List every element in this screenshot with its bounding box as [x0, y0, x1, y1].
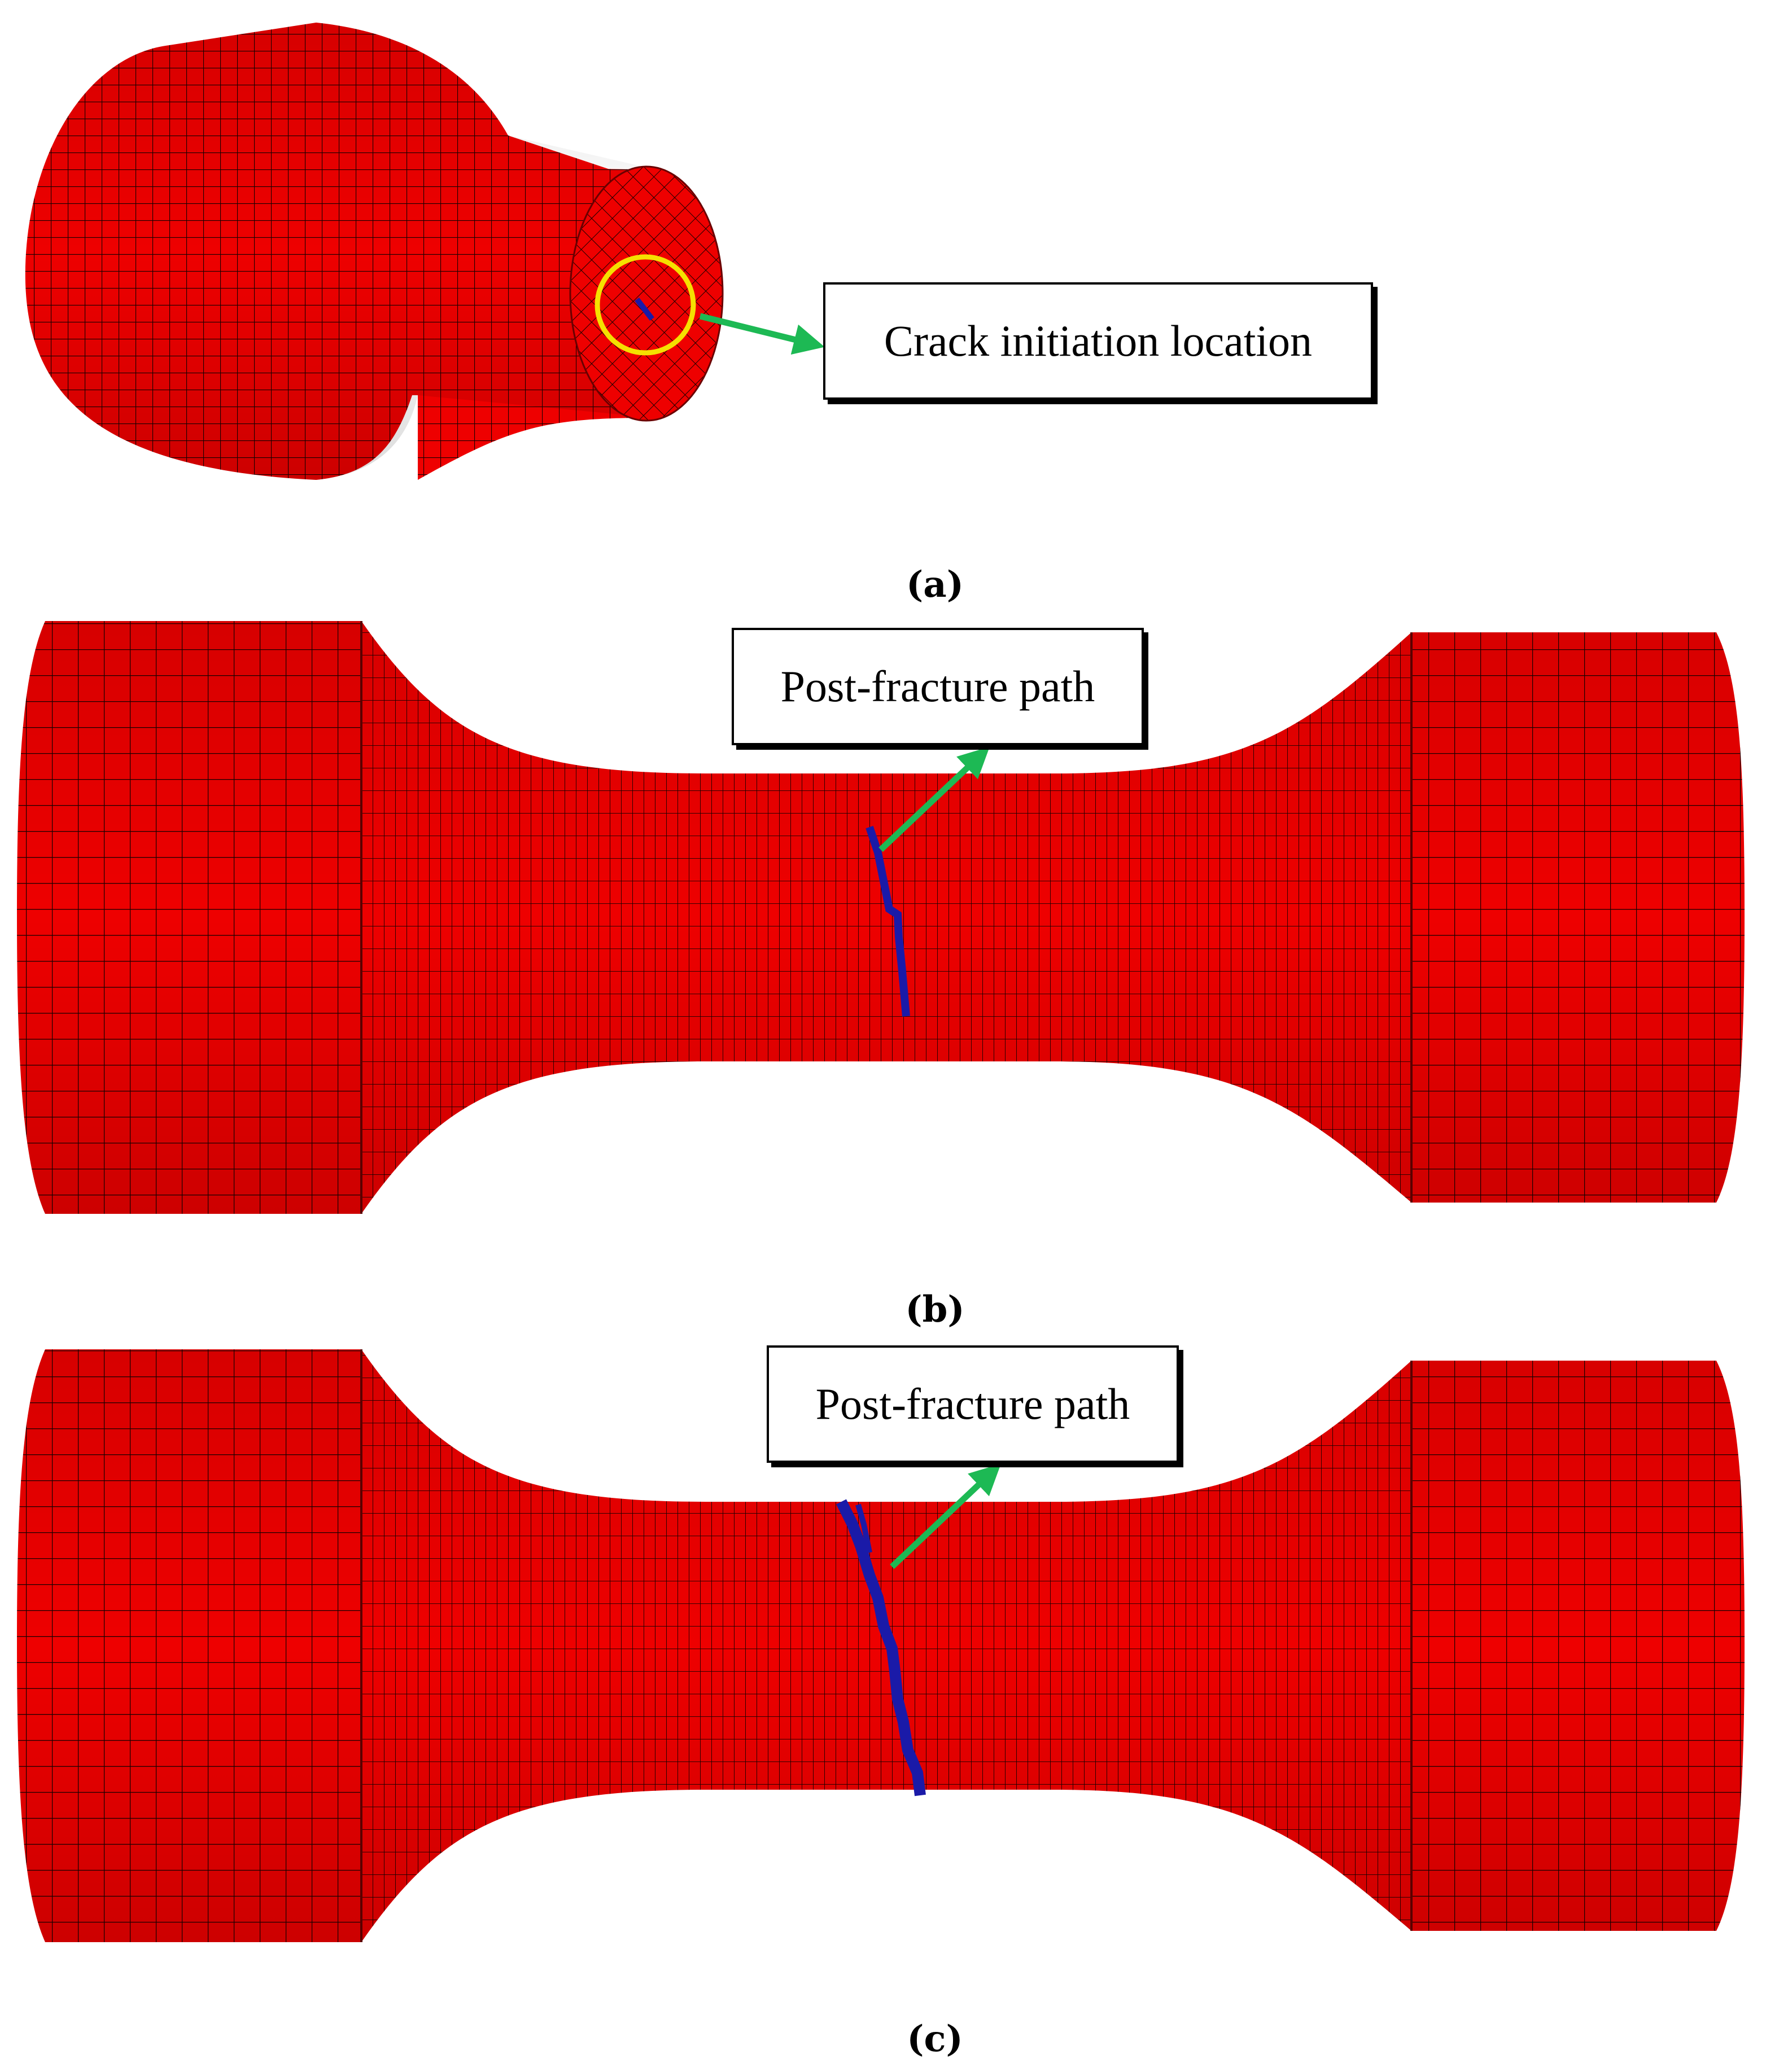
- specimen-b: [17, 621, 1745, 1214]
- highlight-circle: [595, 254, 696, 356]
- specimen-c: [17, 1349, 1745, 1942]
- arrow-c: [890, 1463, 1001, 1569]
- crack-mark-a: [635, 297, 654, 321]
- post-fracture-label-b: Post-fracture path: [732, 628, 1144, 745]
- arrow-a: [699, 313, 825, 355]
- specimen-a: [25, 23, 825, 480]
- post-fracture-label-c: Post-fracture path: [767, 1345, 1179, 1463]
- crack-initiation-label: Crack initiation location: [823, 282, 1373, 400]
- caption-c: (c): [907, 2018, 963, 2060]
- arrow-b: [878, 746, 990, 852]
- crack-path-b: [865, 825, 910, 1017]
- caption-b: (b): [905, 1288, 965, 1331]
- crack-path-c: [836, 1499, 926, 1796]
- caption-a: (a): [906, 563, 964, 606]
